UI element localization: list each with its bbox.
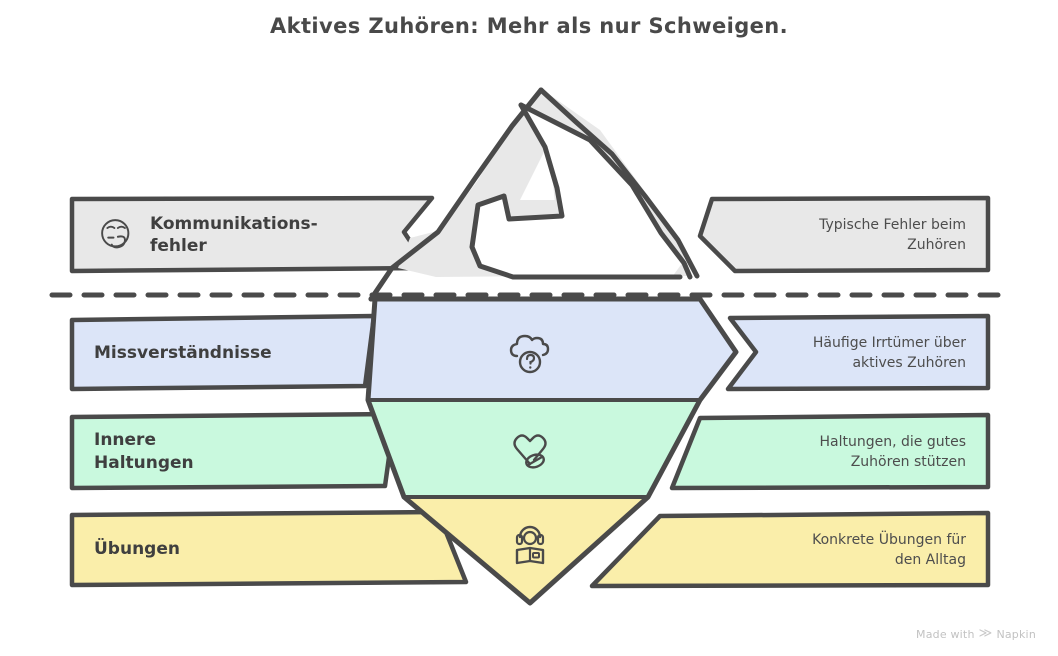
heart-seed-icon [504,424,556,476]
layer-description-text: Häufige Irrtümer über aktives Zuhören [812,334,966,371]
layer-description-innere-haltungen[interactable]: Haltungen, die gutes Zuhören stützen [690,416,988,488]
right-band-shape-2 [725,313,991,392]
layer-description-missverstaendnisse[interactable]: Häufige Irrtümer über aktives Zuhören [728,317,988,389]
headphones-book-icon [504,518,556,570]
layer-description-kommunikationsfehler[interactable]: Typische Fehler beim Zuhören [700,199,988,271]
layer-label-innere-haltungen[interactable]: Innere Haltungen [78,416,378,487]
layer-label-uebungen[interactable]: Übungen [78,514,418,584]
layer-description-text: Typische Fehler beim Zuhören [819,216,966,253]
left-band-shape-2 [69,313,377,392]
napkin-brand-label: Napkin [996,628,1036,641]
page-title: Aktives Zuhören: Mehr als nur Schweigen. [269,14,789,38]
layer-description-text: Konkrete Übungen für den Alltag [812,531,966,568]
layer-label-kommunikationsfehler[interactable]: Kommunikations- fehler [78,199,418,271]
left-band-shape-3 [69,411,398,491]
layer-label-missverstaendnisse[interactable]: Missverständnisse [78,318,368,388]
layer-label-text: Kommunikations- fehler [150,213,318,256]
layer-description-uebungen[interactable]: Konkrete Übungen für den Alltag [660,514,988,586]
confused-face-icon [96,214,138,256]
napkin-credit[interactable]: Made with ≫ Napkin [916,626,1036,642]
layer-label-text: Missverständnisse [94,342,272,363]
left-band-shape-4 [69,509,469,588]
made-with-label: Made with [916,628,975,641]
right-band-shape-1 [697,195,991,274]
layer-description-text: Haltungen, die gutes Zuhören stützen [819,433,966,470]
napkin-chevrons-icon: ≫ [978,626,993,641]
iceberg-tip [368,87,703,302]
right-band-shape-3 [669,412,991,491]
layer-label-text: Innere Haltungen [94,430,194,473]
iceberg-underwater [365,296,739,606]
cloud-question-icon [504,328,556,380]
layer-label-text: Übungen [94,538,180,559]
right-band-shape-4 [589,510,991,589]
